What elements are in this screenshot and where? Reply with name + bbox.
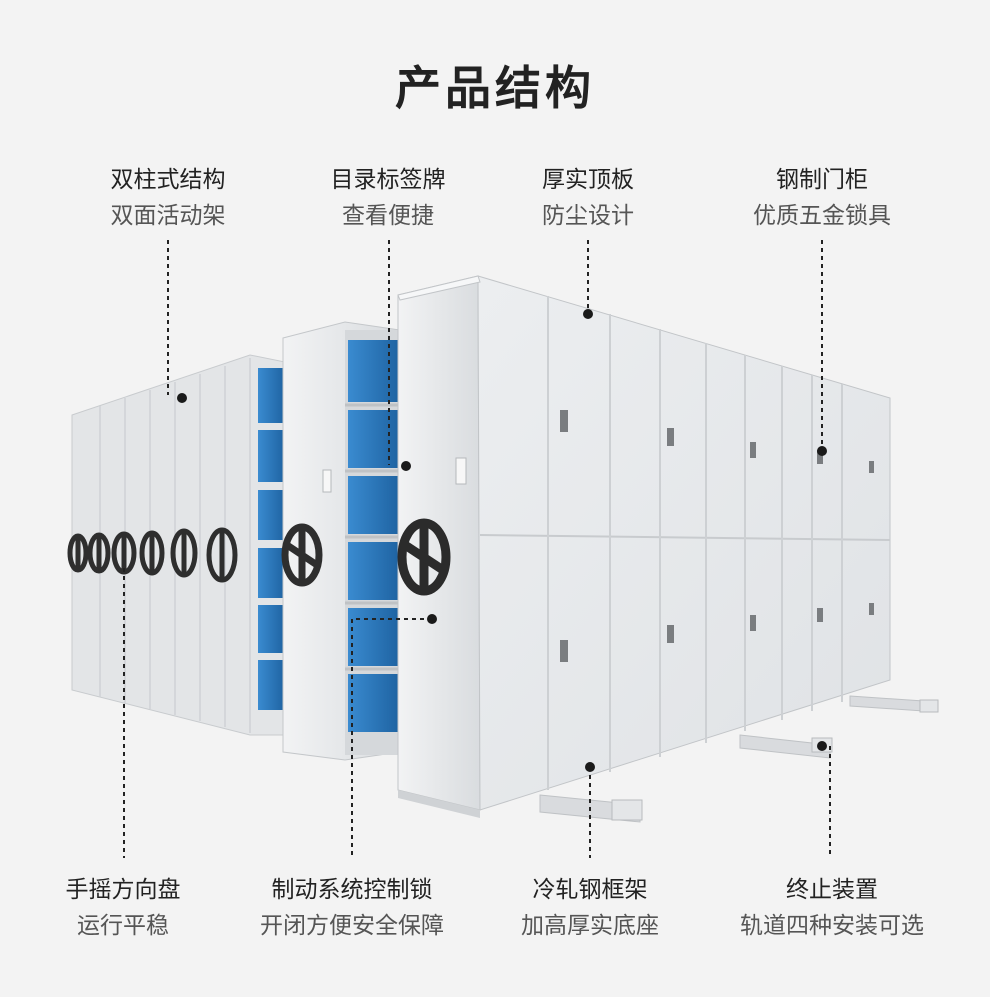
handwheel-icon	[139, 530, 165, 576]
callout-base-frame-title: 冷轧钢框架	[532, 877, 648, 903]
callout-dot	[817, 446, 827, 456]
door-locks	[560, 410, 874, 662]
lock-icon	[667, 428, 674, 446]
callout-top-plate: 厚实顶板 防尘设计	[468, 162, 708, 234]
lock-icon	[817, 450, 823, 464]
callout-steel-door: 钢制门柜 优质五金锁具	[702, 162, 942, 234]
callout-label-card-title: 目录标签牌	[330, 167, 446, 193]
callout-dot	[585, 762, 595, 772]
back-cabinets	[71, 354, 286, 736]
callout-dots	[177, 309, 827, 772]
end-stop-block	[919, 699, 939, 713]
callout-base-frame: 冷轧钢框架 加高厚实底座	[470, 872, 710, 944]
callout-dot	[583, 309, 593, 319]
callout-dot	[817, 741, 827, 751]
handwheel-icon	[281, 523, 323, 587]
callout-dot	[177, 393, 187, 403]
lock-icon	[817, 608, 823, 622]
callout-brake-lock-title: 制动系统控制锁	[271, 877, 433, 903]
handwheel-icon	[397, 518, 451, 596]
back-handwheels	[67, 527, 238, 583]
binder-shelves-back	[258, 368, 284, 710]
callout-dot	[401, 461, 411, 471]
callout-handwheel-title: 手摇方向盘	[65, 877, 181, 903]
handwheel-icon	[170, 528, 198, 578]
handwheel-icon	[67, 533, 89, 573]
handwheel-icon	[206, 527, 238, 583]
lock-icon	[667, 625, 674, 643]
lock-icon	[869, 461, 874, 473]
lock-icon	[750, 615, 756, 631]
callout-end-stop-title: 终止装置	[786, 877, 878, 903]
front-door-cabinet	[397, 275, 891, 818]
callout-base-frame-desc: 加高厚实底座	[521, 913, 659, 939]
callout-line	[351, 618, 432, 858]
callout-top-plate-title: 厚实顶板	[542, 167, 634, 193]
callout-steel-door-desc: 优质五金锁具	[753, 203, 891, 229]
callout-end-stop: 终止装置 轨道四种安装可选	[712, 872, 952, 944]
middle-open-shelf	[281, 321, 401, 761]
label-card	[455, 457, 467, 485]
lock-icon	[560, 410, 568, 432]
label-card	[322, 469, 332, 493]
callout-lines	[123, 240, 831, 858]
callout-dot	[427, 614, 437, 624]
callout-top-plate-desc: 防尘设计	[542, 203, 634, 229]
callout-brake-lock-desc: 开闭方便安全保障	[260, 913, 444, 939]
handwheel-icon	[87, 532, 111, 574]
callout-handwheel: 手摇方向盘 运行平稳	[3, 872, 243, 944]
lock-icon	[560, 640, 568, 662]
callout-label-card: 目录标签牌 查看便捷	[268, 162, 508, 234]
page-title: 产品结构	[395, 61, 595, 115]
lock-icon	[869, 603, 874, 615]
callout-label-card-desc: 查看便捷	[342, 203, 434, 229]
callout-handwheel-desc: 运行平稳	[77, 913, 169, 939]
callout-double-column-desc: 双面活动架	[110, 203, 226, 229]
lock-icon	[750, 442, 756, 458]
callout-double-column-title: 双柱式结构	[110, 167, 226, 193]
callout-end-stop-desc: 轨道四种安装可选	[740, 913, 924, 939]
end-stop-block	[611, 799, 643, 821]
callout-double-column: 双柱式结构 双面活动架	[48, 162, 288, 234]
callout-brake-lock: 制动系统控制锁 开闭方便安全保障	[232, 872, 472, 944]
callout-steel-door-title: 钢制门柜	[776, 167, 868, 193]
